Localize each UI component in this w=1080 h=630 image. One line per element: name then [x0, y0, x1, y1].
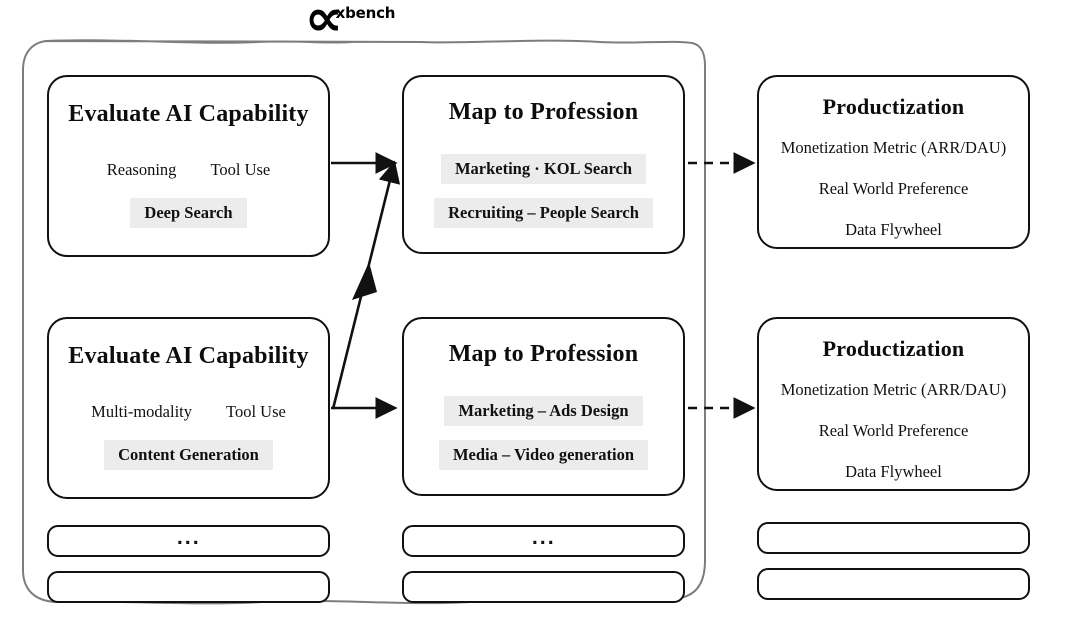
card-productization-row2[interactable]: Productization Monetization Metric (ARR/…	[757, 317, 1030, 491]
capability-tag-row: Multi-modality Tool Use	[49, 402, 328, 422]
capability-chip-wrap: Content Generation	[49, 440, 328, 470]
profession-chip[interactable]: Marketing – Ads Design	[444, 396, 643, 426]
placeholder-bar-left-2[interactable]	[47, 571, 330, 603]
placeholder-bar-middle-1[interactable]: ...	[402, 525, 685, 557]
productization-line: Real World Preference	[818, 179, 969, 198]
placeholder-bar-right-2[interactable]	[757, 568, 1030, 600]
card-title: Evaluate AI Capability	[68, 343, 309, 369]
xbench-logo: ∝ xbench	[304, 0, 396, 47]
capability-chip-wrap: Deep Search	[49, 198, 328, 228]
profession-chip[interactable]: Media – Video generation	[438, 440, 649, 470]
card-title: Map to Profession	[448, 341, 639, 367]
placeholder-bar-left-1[interactable]: ...	[47, 525, 330, 557]
capability-tag-row: Reasoning Tool Use	[49, 160, 328, 180]
profession-chip[interactable]: Marketing · KOL Search	[440, 154, 647, 184]
productization-line: Data Flywheel	[845, 462, 942, 481]
card-title: Productization	[822, 336, 965, 361]
card-title: Map to Profession	[448, 99, 639, 125]
arrow-cap2-to-map1-diagonal	[331, 160, 401, 410]
ellipsis-label: ...	[531, 528, 556, 549]
capability-tag: Tool Use	[210, 160, 271, 179]
capability-tag: Reasoning	[106, 160, 177, 179]
alpha-mark-icon: ∝	[304, 0, 343, 47]
logo-wordmark: xbench	[335, 4, 396, 22]
profession-chip-wrap: Marketing · KOL Search	[404, 154, 683, 184]
productization-line: Monetization Metric (ARR/DAU)	[780, 138, 1007, 157]
capability-tag: Multi-modality	[91, 402, 193, 421]
card-title: Productization	[822, 94, 965, 119]
productization-line: Real World Preference	[818, 421, 969, 440]
capability-tag: Tool Use	[226, 402, 286, 421]
profession-chip-wrap: Recruiting – People Search	[404, 198, 683, 228]
placeholder-bar-right-1[interactable]	[757, 522, 1030, 554]
card-map-to-profession-row1[interactable]: Map to Profession Marketing · KOL Search…	[402, 75, 685, 254]
productization-line: Data Flywheel	[845, 220, 942, 239]
capability-chip[interactable]: Content Generation	[104, 440, 273, 470]
profession-chip-wrap: Media – Video generation	[404, 440, 683, 470]
profession-chip-wrap: Marketing – Ads Design	[404, 396, 683, 426]
card-title: Evaluate AI Capability	[68, 101, 309, 127]
productization-line: Monetization Metric (ARR/DAU)	[780, 380, 1007, 399]
profession-chip[interactable]: Recruiting – People Search	[434, 198, 653, 228]
card-map-to-profession-row2[interactable]: Map to Profession Marketing – Ads Design…	[402, 317, 685, 496]
card-productization-row1[interactable]: Productization Monetization Metric (ARR/…	[757, 75, 1030, 249]
ellipsis-label: ...	[176, 528, 201, 549]
capability-chip[interactable]: Deep Search	[130, 198, 247, 228]
card-evaluate-ai-capability-row1[interactable]: Evaluate AI Capability Reasoning Tool Us…	[47, 75, 330, 257]
placeholder-bar-middle-2[interactable]	[402, 571, 685, 603]
card-evaluate-ai-capability-row2[interactable]: Evaluate AI Capability Multi-modality To…	[47, 317, 330, 499]
